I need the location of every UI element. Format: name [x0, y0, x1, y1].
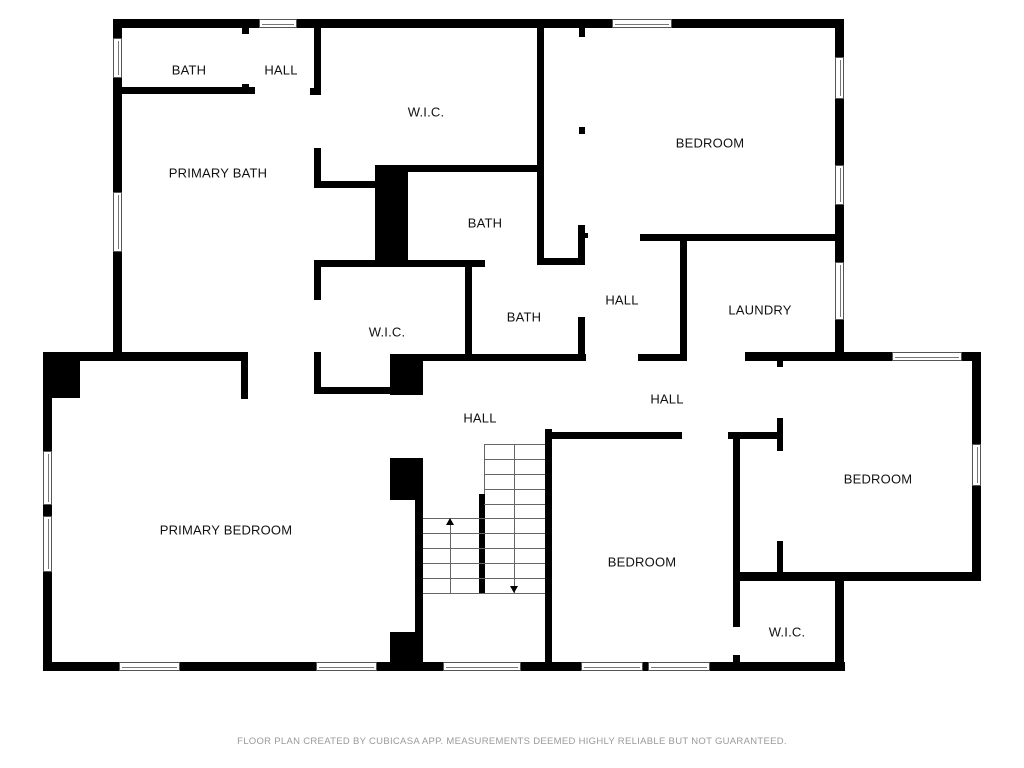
room-label-hall: HALL: [650, 391, 684, 407]
room-label-bath: BATH: [506, 309, 542, 325]
window: [43, 516, 52, 572]
wall-wic-bottom-left: [314, 181, 378, 188]
room-label-bedroom: BEDROOM: [675, 135, 745, 151]
wall-primary-bath-stub: [113, 340, 122, 360]
wall-bath-upper-bottom: [314, 260, 485, 267]
wall-bedroom-south-top: [545, 432, 682, 439]
window: [648, 662, 710, 671]
room-label-hall: HALL: [264, 62, 298, 78]
wall-east-jamb-2: [777, 418, 783, 451]
wall-wic-se-right: [835, 572, 844, 671]
wall-laundry-top: [640, 234, 844, 241]
window: [119, 662, 180, 671]
wall-bedroom-south-right-bot: [733, 655, 740, 670]
window: [113, 192, 122, 252]
room-label-wic: W.I.C.: [407, 104, 445, 120]
room-label-bath: BATH: [467, 215, 503, 231]
window: [972, 444, 981, 486]
corner-block-nw: [43, 352, 80, 398]
hall-stair-block-top: [390, 357, 423, 395]
wall-hall-left-stub: [578, 233, 588, 238]
room-label-primary-bedroom: PRIMARY BEDROOM: [159, 522, 293, 538]
wall-left-lower: [43, 352, 52, 671]
wall-wic-right: [537, 28, 544, 263]
wall-hall-left-upper: [578, 225, 585, 265]
window: [892, 352, 962, 361]
room-label-bedroom: BEDROOM: [607, 554, 677, 570]
wall-bedroom-south-left: [545, 429, 552, 669]
wall-wic-center-left-bot: [314, 352, 321, 394]
wall-bath-lower-right: [578, 317, 585, 361]
wall-wic-center-right: [465, 260, 472, 360]
disclaimer-footer: FLOOR PLAN CREATED BY CUBICASA APP. MEAS…: [237, 736, 787, 747]
wall-primary-bed-right-block-bot: [390, 632, 423, 670]
wall-wic-center-left-top: [314, 260, 321, 300]
room-label-bedroom: BEDROOM: [843, 471, 913, 487]
wall-east-bed-bottom: [737, 572, 981, 581]
window: [316, 662, 377, 671]
wall-primary-bed-top: [43, 352, 248, 361]
wall-wic-left-lower: [314, 148, 321, 188]
wall-laundry-bottom-left: [638, 354, 687, 361]
wall-wic-bottom: [375, 165, 542, 172]
arrow-down-icon: [510, 586, 518, 593]
room-label-wic: W.I.C.: [768, 624, 806, 640]
wall-wic-left-upper: [314, 28, 321, 95]
window: [259, 19, 297, 28]
wall-bedroom-south-top-r: [728, 432, 780, 439]
wall-primary-bed-right: [415, 458, 423, 668]
window: [835, 165, 844, 205]
wall-bath-lower-bottom: [390, 354, 586, 361]
wall-laundry-left: [680, 234, 687, 361]
room-label-bath: BATH: [171, 62, 207, 78]
wall-east-jamb-3: [777, 541, 783, 576]
room-label-laundry: LAUNDRY: [728, 302, 792, 318]
wall-wic-left-stub: [310, 88, 321, 95]
wall-east-bed-top: [745, 352, 981, 361]
wall-left-upper: [113, 19, 122, 359]
window: [581, 662, 643, 671]
wall-ne-bed-stub-1: [579, 28, 585, 37]
wall-ne-bed-stub-2: [579, 127, 585, 134]
wall-bath-hall-stub-top: [242, 28, 249, 34]
window: [443, 662, 521, 671]
wall-bath-bottom: [113, 87, 255, 94]
window: [113, 38, 122, 78]
wall-wic-center-bottom: [314, 387, 394, 394]
window: [835, 57, 844, 99]
window: [835, 262, 844, 320]
wall-bedroom-south-right: [733, 432, 740, 627]
room-label-primary-bath: PRIMARY BATH: [168, 165, 268, 181]
arrow-up-icon: [446, 518, 454, 525]
wall-top: [113, 19, 844, 28]
window: [43, 451, 52, 505]
window: [612, 19, 672, 28]
wall-primary-bed-stub: [241, 352, 248, 399]
wall-east-jamb-1: [777, 352, 783, 367]
room-label-wic: W.I.C.: [368, 324, 406, 340]
chase-block: [375, 165, 408, 262]
room-label-hall: HALL: [463, 410, 497, 426]
room-label-hall: HALL: [605, 292, 639, 308]
wall-bath-upper-right-bot: [537, 258, 585, 265]
wall-bath-hall-stub-bot: [242, 84, 249, 94]
